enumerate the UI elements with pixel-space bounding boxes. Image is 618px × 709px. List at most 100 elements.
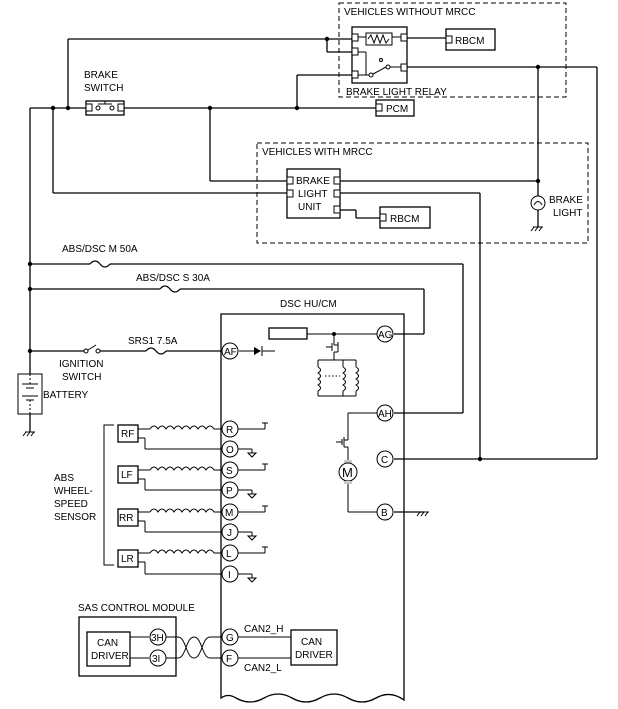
svg-text:F: F bbox=[226, 654, 232, 665]
sensor-rf: RF bbox=[117, 424, 139, 443]
battery-ground bbox=[22, 431, 35, 437]
pump-motor: M bbox=[338, 460, 358, 484]
dsc-can-driver-label-1: CAN bbox=[301, 637, 322, 648]
fuse-abs-m bbox=[89, 260, 111, 268]
blu-label-2: LIGHT bbox=[298, 189, 327, 200]
relay-pin-2 bbox=[351, 47, 359, 56]
brake-light-relay-label: BRAKE LIGHT RELAY bbox=[346, 87, 447, 98]
ignition-switch bbox=[83, 344, 101, 354]
battery bbox=[17, 373, 43, 415]
pin-c: C bbox=[376, 450, 394, 468]
brake-switch-label-2: SWITCH bbox=[84, 83, 123, 94]
pin-p: P bbox=[221, 481, 239, 499]
svg-text:AF: AF bbox=[224, 347, 237, 358]
svg-text:LF: LF bbox=[121, 470, 133, 481]
sensor-group-label-2: WHEEL- bbox=[54, 486, 93, 497]
can2-h-label: CAN2_H bbox=[244, 624, 283, 635]
fuse-abs-s-label: ABS/DSC S 30A bbox=[136, 273, 210, 284]
svg-text:I: I bbox=[228, 570, 231, 581]
sensor-group-label-4: SENSOR bbox=[54, 512, 96, 523]
blu-pin-2 bbox=[286, 189, 294, 198]
pin-r: R bbox=[221, 420, 239, 438]
sensor-lr: LR bbox=[117, 549, 139, 568]
blu-pin-1 bbox=[286, 176, 294, 185]
pin-m: M bbox=[221, 503, 239, 521]
relay-pin-3 bbox=[351, 70, 359, 79]
ignition-switch-label-2: SWITCH bbox=[62, 372, 101, 383]
svg-text:AG: AG bbox=[378, 330, 393, 341]
relay-contacts bbox=[358, 51, 401, 78]
without-mrcc-label: VEHICLES WITHOUT MRCC bbox=[344, 7, 476, 18]
svg-text:O: O bbox=[226, 445, 234, 456]
fuse-abs-s bbox=[159, 285, 181, 293]
svg-text:3H: 3H bbox=[151, 633, 164, 644]
brake-switch-label-1: BRAKE bbox=[84, 70, 118, 81]
pin-o: O bbox=[221, 440, 239, 458]
svg-text:M: M bbox=[342, 465, 353, 480]
ignition-switch-label-1: IGNITION bbox=[59, 359, 103, 370]
svg-text:J: J bbox=[227, 528, 232, 539]
sensor-rr: RR bbox=[117, 508, 139, 527]
dsc-can-driver-label-2: DRIVER bbox=[295, 650, 333, 661]
sas-can-driver bbox=[86, 631, 131, 667]
af-diode bbox=[254, 346, 263, 356]
sas-control-module-label: SAS CONTROL MODULE bbox=[78, 603, 195, 614]
fuse-srs1 bbox=[145, 347, 167, 355]
rbcm-top-label: RBCM bbox=[455, 36, 484, 47]
pin-f: F bbox=[221, 649, 239, 667]
svg-text:LR: LR bbox=[121, 554, 134, 565]
brake-light-lamp bbox=[530, 195, 546, 211]
svg-text:M: M bbox=[225, 508, 233, 519]
svg-text:L: L bbox=[226, 549, 232, 560]
sas-can-driver-label-2: DRIVER bbox=[91, 651, 129, 662]
blu-pin-5 bbox=[333, 205, 341, 214]
svg-text:C: C bbox=[381, 455, 388, 466]
rbcm-top-pin bbox=[445, 35, 453, 44]
can2-l-label: CAN2_L bbox=[244, 663, 282, 674]
ag-resistor bbox=[268, 327, 308, 340]
motor-transistor bbox=[336, 437, 348, 448]
dsc-hucm-module bbox=[220, 313, 405, 703]
svg-text:B: B bbox=[381, 508, 388, 519]
sensor-internal-wiring bbox=[238, 422, 268, 583]
brake-light-label-1: BRAKE bbox=[549, 195, 583, 206]
fuse-abs-m-label: ABS/DSC M 50A bbox=[62, 244, 138, 255]
pin-s: S bbox=[221, 461, 239, 479]
sas-pin-3i: 3I bbox=[149, 649, 167, 667]
pin-af: AF bbox=[221, 342, 239, 360]
brake-light-ground bbox=[530, 226, 543, 232]
blu-pin-4 bbox=[333, 189, 341, 198]
rbcm-mid-label: RBCM bbox=[390, 214, 419, 225]
blu-label-1: BRAKE bbox=[296, 176, 330, 187]
blu-label-3: UNIT bbox=[298, 202, 321, 213]
pin-g: G bbox=[221, 628, 239, 646]
pin-l: L bbox=[221, 544, 239, 562]
svg-text:AH: AH bbox=[378, 409, 392, 420]
brake-light-label-2: LIGHT bbox=[553, 208, 582, 219]
sensor-twisted-pairs bbox=[138, 425, 222, 575]
battery-label: BATTERY bbox=[43, 390, 89, 401]
svg-text:P: P bbox=[226, 486, 233, 497]
sas-pin-3h: 3H bbox=[149, 628, 167, 646]
svg-text:G: G bbox=[226, 633, 234, 644]
relay-pin-4 bbox=[400, 33, 408, 42]
brake-switch bbox=[85, 100, 125, 116]
sensor-lf: LF bbox=[117, 465, 139, 484]
ag-transistor bbox=[326, 334, 339, 360]
blu-pin-3 bbox=[333, 176, 341, 185]
pin-b: B bbox=[376, 503, 394, 521]
pcm-pin bbox=[375, 103, 383, 112]
pin-ag: AG bbox=[376, 325, 394, 343]
b-ground bbox=[416, 511, 429, 517]
ag-coils bbox=[317, 366, 359, 397]
dsc-hucm-label: DSC HU/CM bbox=[280, 299, 337, 310]
with-mrcc-label: VEHICLES WITH MRCC bbox=[262, 147, 373, 158]
fuse-srs1-label: SRS1 7.5A bbox=[128, 336, 178, 347]
rbcm-mid-pin bbox=[379, 213, 387, 222]
sensor-group-label-3: SPEED bbox=[54, 499, 88, 510]
relay-pin-5 bbox=[400, 63, 408, 72]
dsc-can-driver bbox=[290, 629, 338, 666]
svg-text:S: S bbox=[226, 466, 233, 477]
svg-text:3I: 3I bbox=[152, 654, 160, 665]
